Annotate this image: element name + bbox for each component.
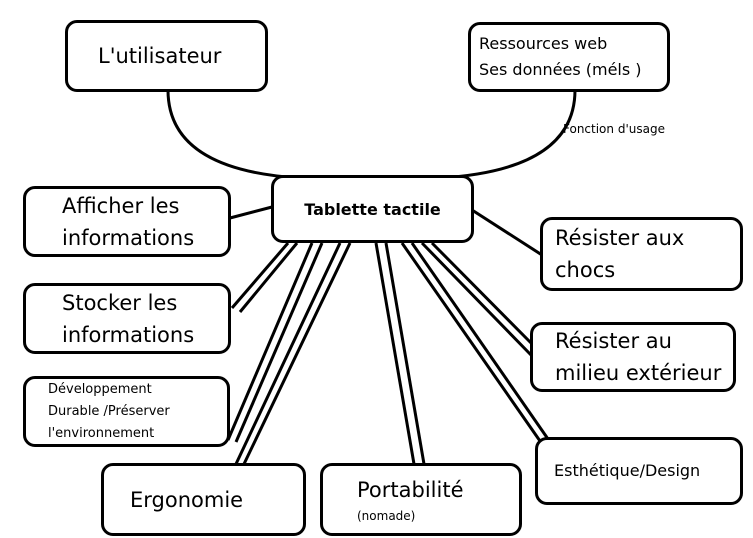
node-ergonomie-line-1: Ergonomie	[130, 487, 244, 512]
usage-arc	[166, 89, 577, 180]
node-chocs-line-2: chocs	[555, 258, 616, 282]
link-portabilite	[374, 242, 416, 465]
node-stocker-line-2: informations	[62, 322, 195, 347]
node-portabilite: Portabilité (nomade)	[320, 463, 522, 536]
link-stocker-2	[238, 242, 299, 313]
link-milieu	[420, 241, 534, 358]
node-portabilite-line-1: Portabilité	[357, 477, 464, 502]
node-afficher: Afficher les informations	[23, 186, 231, 257]
node-ergonomie: Ergonomie	[101, 463, 306, 536]
link-esthetique-2	[410, 242, 550, 440]
link-developpement-2	[234, 242, 324, 443]
node-afficher-line-1: Afficher les	[62, 193, 180, 218]
node-milieu-line-2: milieu extérieur	[555, 361, 722, 385]
link-stocker	[230, 242, 290, 309]
node-chocs: Résister aux chocs	[540, 217, 743, 291]
node-developpement-line-2: Durable /Préserver	[48, 403, 170, 419]
link-ergonomie	[234, 242, 342, 465]
node-chocs-line-1: Résister aux	[555, 226, 685, 250]
node-ressources-line-1: Ressources web	[479, 34, 608, 53]
node-milieu-line-1: Résister au	[555, 329, 672, 353]
node-stocker-line-1: Stocker les	[62, 290, 178, 315]
node-ressources: Ressources web Ses données (méls )	[468, 22, 670, 92]
link-esthetique	[400, 242, 542, 442]
link-portabilite-2	[384, 242, 426, 465]
node-milieu: Résister au milieu extérieur	[530, 322, 736, 392]
node-portabilite-note: (nomade)	[357, 508, 416, 523]
node-ressources-line-2: Ses données (méls )	[479, 60, 642, 79]
node-afficher-line-2: informations	[62, 225, 195, 250]
link-milieu-2	[430, 241, 538, 350]
link-ergonomie-2	[242, 242, 352, 465]
node-utilisateur: L'utilisateur	[65, 20, 268, 92]
node-developpement-line-3: l'environnement	[48, 425, 155, 441]
usage-function-label: Fonction d'usage	[563, 122, 665, 136]
node-esthetique-line-1: Esthétique/Design	[554, 461, 701, 480]
link-chocs	[471, 208, 543, 257]
link-developpement	[226, 242, 314, 441]
link-afficher	[229, 205, 273, 220]
node-center: Tablette tactile	[271, 175, 474, 243]
node-developpement-line-1: Développement	[48, 381, 152, 397]
node-center-label: Tablette tactile	[304, 199, 441, 219]
node-esthetique: Esthétique/Design	[535, 437, 743, 505]
node-stocker: Stocker les informations	[23, 283, 231, 354]
node-utilisateur-line-1: L'utilisateur	[98, 44, 222, 68]
node-developpement: Développement Durable /Préserver l'envir…	[23, 376, 230, 447]
